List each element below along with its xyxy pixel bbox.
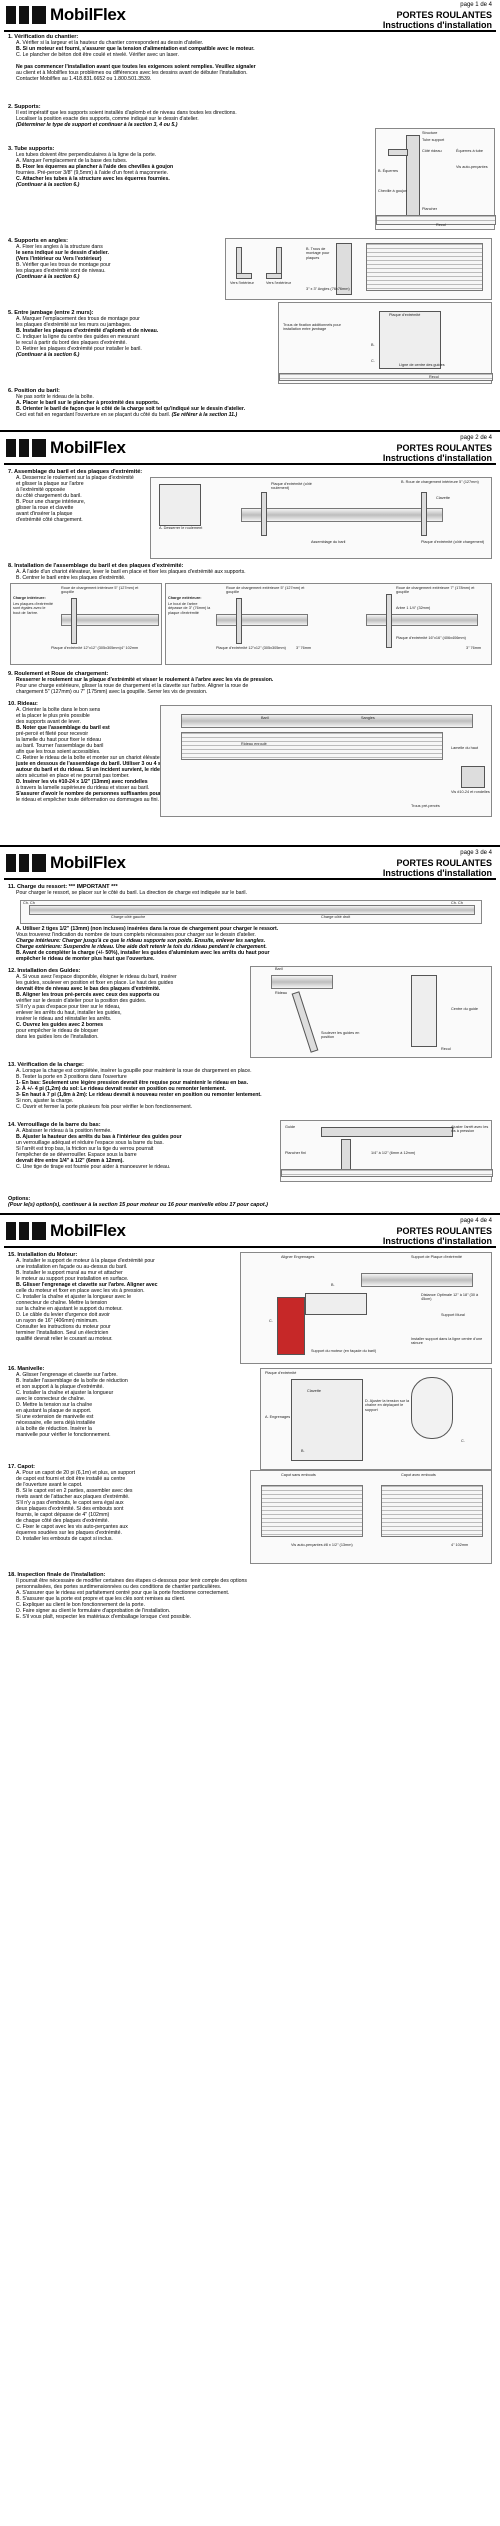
mobilflex-logo: MobilFlex: [6, 4, 146, 26]
section-16: 16. Manivelle: A. Glisser l'engrenage et…: [8, 1366, 128, 1438]
section-3: 3. Tube supports: Les tubes doivent être…: [8, 146, 174, 188]
tube-support-figure: Structure Tube support Côté rideau Équer…: [375, 128, 496, 230]
section-1: 1. Vérification du chantier: A. Vérifier…: [8, 34, 256, 82]
barrel-assembly-figure: A. Desserrer le roulement Plaque d'extré…: [150, 477, 492, 559]
section-9: 9. Roulement et Roue de chargement: Ress…: [8, 671, 274, 695]
section-13: 13. Vérification de la charge: A. Lorsqu…: [8, 1062, 262, 1110]
section-8: 8. Installation de l'assemblage du baril…: [8, 563, 246, 581]
section-2: 2. Supports: Il est impératif que les su…: [8, 104, 237, 128]
section-14: 14. Verrouillage de la barre du bas: A. …: [8, 1122, 182, 1170]
section-11-steps: A. Utiliser 2 tiges 1/2" (13mm) (non inc…: [16, 926, 279, 962]
curtain-lift-figure: Baril Sangles Rideau enroulé Lamelle du …: [160, 705, 492, 817]
inside-charge-figure: Charge intérieure: Les plaques d'extrémi…: [10, 583, 162, 665]
page-number: page 3 de 4: [460, 850, 492, 856]
section-18: 18. Inspection finale de l'installation:…: [8, 1572, 247, 1620]
crank-install-figure: Plaque d'extrémité Clavette A. Engrenage…: [260, 1368, 492, 1470]
page-number: page 2 de 4: [460, 435, 492, 441]
mobilflex-logo: MobilFlex: [6, 852, 146, 874]
page-number: page 1 de 4: [460, 2, 492, 8]
section-6: 6. Position du baril: Ne pas sortir le r…: [8, 388, 246, 418]
hood-figure: Capot sans embouts Capot avec embouts Vi…: [250, 1470, 492, 1564]
page-number: page 4 de 4: [460, 1218, 492, 1224]
mobilflex-logo: MobilFlex: [6, 1220, 146, 1242]
section-5: 5. Entre jambage (entre 2 murs): A. Marq…: [8, 310, 159, 358]
section-15: 15. Installation du Moteur: A. Installer…: [8, 1252, 158, 1342]
mobilflex-logo: MobilFlex: [6, 437, 146, 459]
section-10: 10. Rideau: A. Orienter la boîte dans le…: [8, 701, 203, 803]
options-note: Options: (Pour le(s) option(s), continue…: [8, 1196, 268, 1208]
bottom-bar-figure: Guide Ajuster l'arrêt avec les vis à pre…: [280, 1120, 493, 1182]
section-11: 11. Charge du ressort: *** IMPORTANT ***…: [8, 884, 247, 896]
section-7: 7. Assemblage du baril et des plaques d'…: [8, 469, 143, 523]
section-17: 17. Capot: A. Pour un capot de 20 pi (6,…: [8, 1464, 136, 1542]
section-4: 4. Supports en angles: A. Fixer les angl…: [8, 238, 111, 280]
jamb-mount-figure: Trous de fixation additionnels pour inst…: [278, 302, 493, 384]
guide-install-figure: Baril Rideau Soulever les guides en posi…: [250, 966, 492, 1058]
angle-support-figure: Vers l'intérieur Vers l'extérieur B. Tro…: [225, 238, 492, 300]
outside-charge-figure: Charge extérieure: Le bout de l'arbre dé…: [165, 583, 492, 665]
section-12: 12. Installation des Guides: A. Si vous …: [8, 968, 177, 1040]
motor-install-figure: Aligner Engrenages B. Support de Plaque …: [240, 1252, 492, 1364]
spring-charge-figure: Ch. Ch Charge côté gauche Charge côté dr…: [20, 900, 482, 924]
